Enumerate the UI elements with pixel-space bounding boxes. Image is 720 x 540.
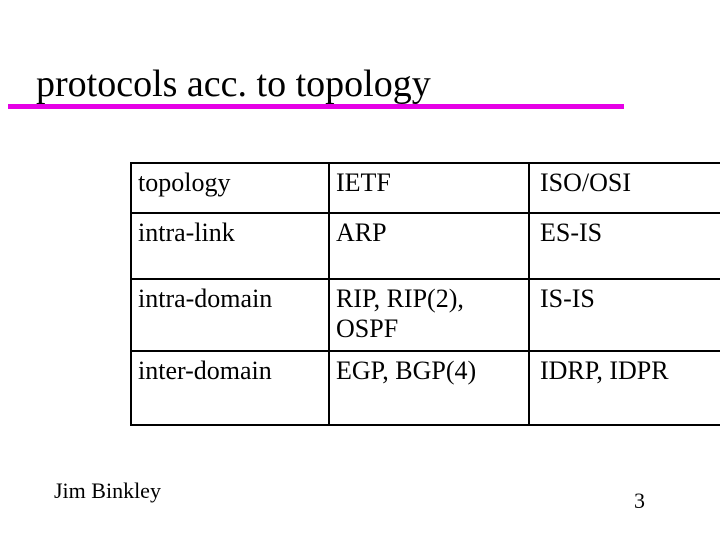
table-row: intra-link ARP ES-IS <box>132 212 720 278</box>
cell-topology: intra-link <box>138 218 235 247</box>
title-underline <box>8 104 624 109</box>
column-divider-2 <box>528 164 530 424</box>
header-iso-osi: ISO/OSI <box>540 168 632 197</box>
protocol-table: topology IETF ISO/OSI intra-link ARP ES-… <box>130 162 720 426</box>
slide-title: protocols acc. to topology <box>36 63 431 105</box>
cell-iso-osi: IS-IS <box>540 284 595 313</box>
table-row: intra-domain RIP, RIP(2), OSPF IS-IS <box>132 278 720 350</box>
cell-ietf: ARP <box>336 218 387 247</box>
footer-author: Jim Binkley <box>54 478 161 503</box>
header-topology: topology <box>138 168 231 197</box>
header-ietf: IETF <box>336 168 391 197</box>
cell-ietf: EGP, BGP(4) <box>336 356 477 385</box>
table-header-row: topology IETF ISO/OSI <box>132 164 720 212</box>
cell-iso-osi: ES-IS <box>540 218 603 247</box>
cell-topology: intra-domain <box>138 284 273 313</box>
cell-ietf: RIP, RIP(2), OSPF <box>336 284 464 343</box>
cell-topology: inter-domain <box>138 356 272 385</box>
column-divider-1 <box>328 164 330 424</box>
page-number: 3 <box>634 488 645 513</box>
cell-iso-osi: IDRP, IDPR <box>540 356 669 385</box>
table-row: inter-domain EGP, BGP(4) IDRP, IDPR <box>132 350 720 424</box>
